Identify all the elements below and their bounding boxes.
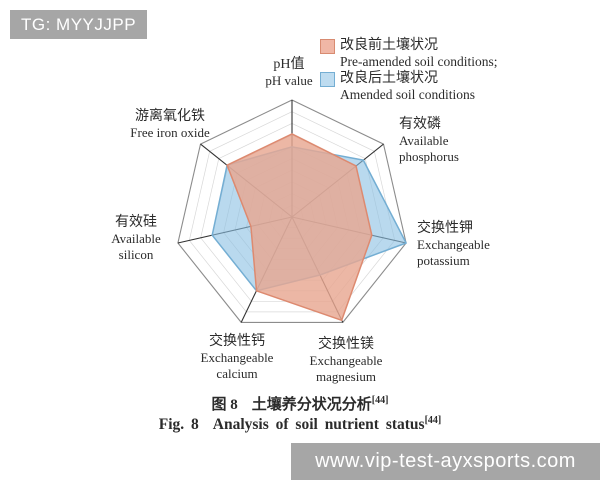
legend-label-zh: 改良后土壤状况 [340, 71, 438, 86]
pre-amended-swatch-icon [320, 39, 335, 54]
caption-number: Fig. 8 [158, 416, 199, 434]
axis-label-en: pH value [265, 73, 313, 88]
caption-number: 图 8 [211, 397, 238, 413]
axis-label-iron-oxide: 游离氧化铁 Free iron oxide [130, 109, 209, 141]
axis-label-en: potassium [417, 253, 470, 268]
axis-label-zh: 交换性钙 [209, 334, 265, 349]
axis-label-en: Free iron oxide [130, 125, 210, 140]
amended-swatch-icon [320, 72, 335, 87]
legend-item-amended: 改良后土壤状况 Amended soil conditions [320, 71, 497, 103]
watermark-top-bar: TG: MYYJJPP [10, 10, 148, 39]
axis-label-silicon: 有效硅 Available silicon [111, 215, 161, 263]
watermark-top-text: TG: MYYJJPP [21, 15, 137, 34]
axis-label-zh: 有效硅 [114, 215, 157, 230]
series-polygon-0 [226, 133, 373, 322]
legend-label-en: Amended soil conditions [340, 87, 475, 102]
axis-label-zh: 交换性钾 [417, 221, 473, 236]
axis-label-en: magnesium [316, 369, 376, 384]
radar-outer-ring [177, 99, 407, 323]
figure-caption-zh: 图 8 土壤养分状况分析[44] [0, 393, 600, 414]
axis-label-phosphorus: 有效磷 Available phosphorus [399, 117, 459, 165]
axis-label-potassium: 交换性钾 Exchangeable potassium [417, 221, 490, 269]
radar-grid-ring [188, 111, 396, 313]
axis-label-en: Exchangeable [200, 350, 274, 365]
axis-label-en: Exchangeable [417, 237, 490, 252]
axis-label-zh: 交换性镁 [318, 337, 374, 352]
axis-label-zh: pH值 [273, 57, 305, 72]
axis-label-zh: 有效磷 [399, 117, 441, 132]
legend-item-pre-amended: 改良前土壤状况 Pre-amended soil conditions; [320, 38, 497, 70]
axis-label-magnesium: 交换性镁 Exchangeable magnesium [310, 337, 383, 385]
axis-label-en: Exchangeable [309, 353, 383, 368]
legend-label-en: Pre-amended soil conditions; [340, 54, 498, 69]
caption-title: Analysis of soil nutrient status [212, 416, 425, 434]
legend-label-zh: 改良前土壤状况 [340, 38, 438, 53]
watermark-bottom-bar: www.vip-test-ayxsports.com [291, 443, 600, 480]
chart-legend: 改良前土壤状况 Pre-amended soil conditions; 改良后… [320, 38, 497, 104]
axis-label-zh: 游离氧化铁 [134, 109, 205, 124]
axis-label-en: Available [399, 133, 449, 148]
caption-title: 土壤养分状况分析 [251, 397, 372, 413]
axis-label-calcium: 交换性钙 Exchangeable calcium [201, 334, 274, 382]
axis-label-en: phosphorus [399, 149, 459, 164]
caption-reference: [44] [424, 415, 442, 426]
axis-label-en: Available [111, 231, 161, 246]
figure-caption-en: Fig. 8 Analysis of soil nutrient status[4… [0, 415, 600, 434]
axis-label-ph: pH值 pH value [265, 57, 312, 89]
watermark-bottom-text: www.vip-test-ayxsports.com [315, 450, 576, 472]
caption-reference: [44] [371, 395, 389, 406]
axis-label-en: calcium [216, 366, 258, 381]
axis-label-en: silicon [118, 247, 154, 262]
